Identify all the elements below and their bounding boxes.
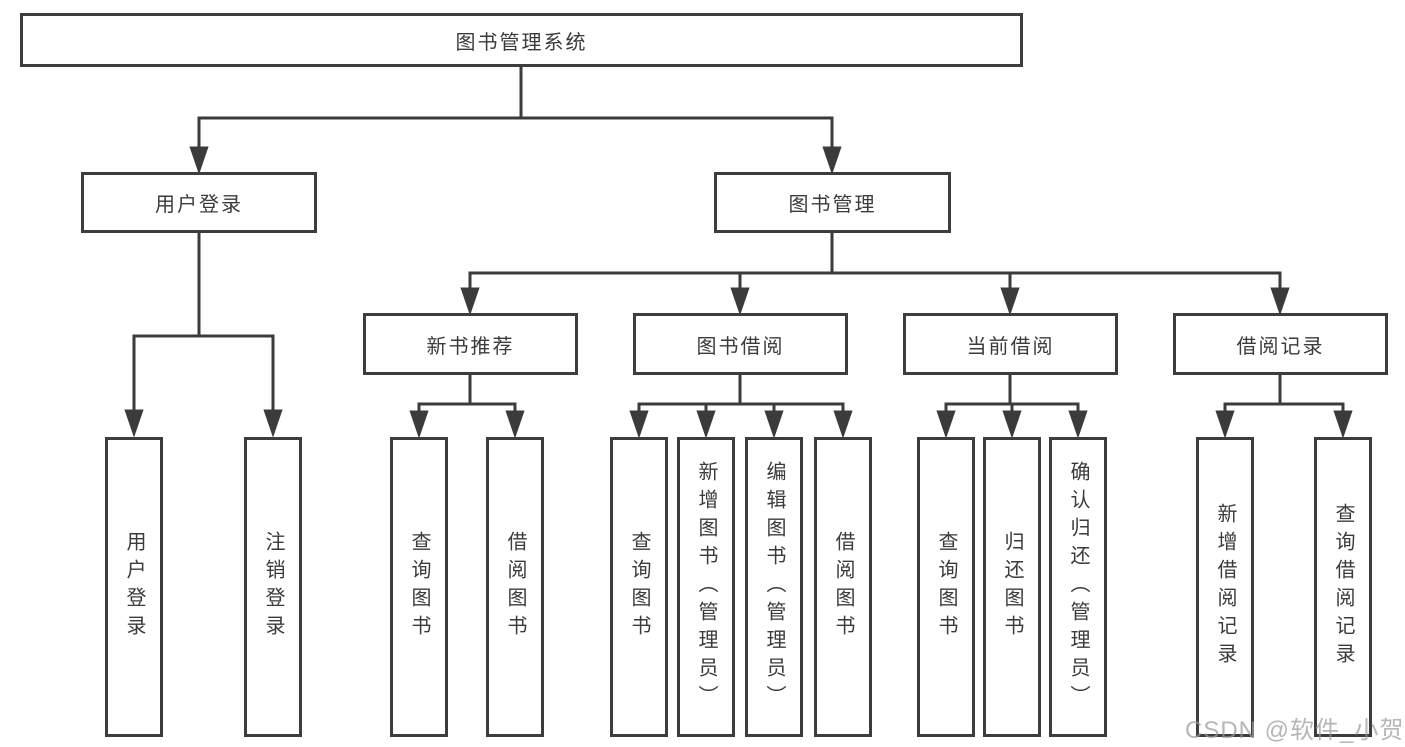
connector-root-to-level2 — [189, 66, 842, 175]
leaf-logout: 注销登录 — [244, 437, 302, 737]
leaf-return-books: 归还图书 — [983, 437, 1041, 737]
node-book-borrow: 图书借阅 — [633, 313, 848, 375]
node-book-management: 图书管理 — [714, 172, 951, 233]
node-library-system: 图书管理系统 — [20, 13, 1023, 67]
connector-records-children — [1215, 374, 1353, 439]
connector-user-login-children — [124, 232, 283, 438]
leaf-query-borrow-record: 查询借阅记录 — [1314, 437, 1372, 737]
connector-borrow-children — [629, 374, 853, 439]
leaf-borrow-books: 借阅图书 — [814, 437, 872, 737]
leaf-recommend-query-books: 查询图书 — [390, 437, 448, 737]
leaf-add-books-admin: 新增图书（管理员） — [677, 437, 735, 737]
connector-book-mgmt-to-level3 — [460, 232, 1290, 316]
leaf-current-query-books: 查询图书 — [917, 437, 975, 737]
csdn-watermark: CSDN @软件_小贺同学 — [1185, 717, 1405, 744]
connector-current-children — [936, 374, 1088, 439]
leaf-recommend-borrow-books: 借阅图书 — [486, 437, 544, 737]
node-borrow-records: 借阅记录 — [1173, 313, 1388, 375]
leaf-user-login: 用户登录 — [105, 437, 163, 737]
node-current-borrow: 当前借阅 — [903, 313, 1118, 375]
connector-new-rec-children — [409, 374, 525, 439]
leaf-add-borrow-record: 新增借阅记录 — [1196, 437, 1254, 737]
node-new-book-recommend: 新书推荐 — [363, 313, 578, 375]
leaf-borrow-query-books: 查询图书 — [610, 437, 668, 737]
leaf-edit-books-admin: 编辑图书（管理员） — [745, 437, 803, 737]
node-user-login: 用户登录 — [81, 172, 317, 233]
leaf-confirm-return-admin: 确认归还（管理员） — [1049, 437, 1107, 737]
